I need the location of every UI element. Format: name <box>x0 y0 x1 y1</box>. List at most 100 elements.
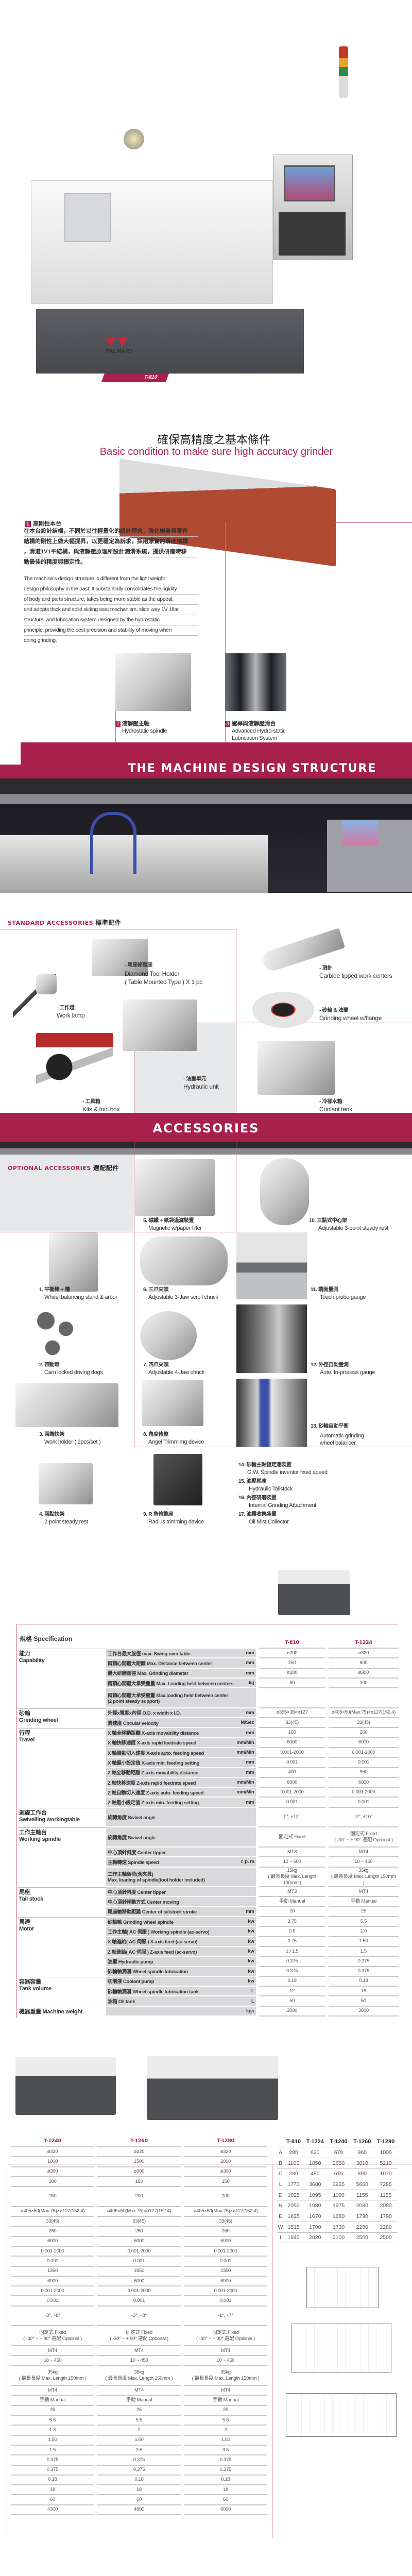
spec-value: 0.375 <box>259 1957 325 1967</box>
para-line: of body and parts structure, takes being… <box>24 595 198 605</box>
spec-value: 0.375 <box>97 2466 181 2476</box>
group-cn: 機器重量 Machine weight <box>19 2008 83 2015</box>
desc-main: 兩頂心間最大承受重量 Max.loading held between cent… <box>108 1692 228 1699</box>
steady-rest-3point-photo <box>260 1158 309 1225</box>
desc-main: X 軸快移速度 X-axis rapid feedrate speed <box>108 1740 197 1747</box>
group-en: Swivelling workingtable <box>19 1816 80 1823</box>
spec-description: Z 軸全移動距離 Z-axis movability distance <box>106 1768 235 1778</box>
spec-description: X 軸進給( AC 伺服 ) X-axis feed (ac-servo) <box>106 1937 235 1947</box>
spec-value: 0.18 <box>97 2476 181 2486</box>
spec-value: 260 <box>97 2227 181 2237</box>
dim-value: 1155 <box>374 2190 398 2201</box>
spec-unit: mm <box>235 1708 256 1719</box>
spec-value: ø355×38×ø127 <box>259 1708 325 1719</box>
spec-value: 60 <box>259 1996 325 2007</box>
item3-en: Advanced Hydro-static Lubrication System <box>232 728 286 741</box>
desc-main: 外徑x寬度x內徑 O.D. x width x I.D. <box>108 1710 181 1717</box>
intro-title-en: Basic condition to make sure high accura… <box>99 446 333 457</box>
top-view-drawing <box>286 2393 397 2437</box>
item-en: Coolant tank <box>319 1106 352 1113</box>
spec-value: 6000 <box>184 2505 267 2515</box>
hydrostatic-spindle-photo <box>115 653 191 711</box>
para-line: 動最佳的精度與穩定性。 <box>24 559 86 565</box>
desc-main: 油箱 Oil tank <box>108 1999 135 2005</box>
dim-value: 2280 <box>374 2222 398 2233</box>
dim-value: 1100 <box>327 2190 351 2201</box>
wheel-balancer-photo <box>236 1379 307 1447</box>
spec-unit: kw <box>235 1957 256 1967</box>
item-cn: 11. 端面量測 <box>311 1287 338 1293</box>
spec-value: ø405×50(Max:75)×ø127(152.4) <box>97 2207 181 2217</box>
group-en: Tail stock <box>19 1896 43 1903</box>
desc-sub: (2 point steady support) <box>108 1698 160 1704</box>
spec-value: MT4 <box>184 2346 267 2357</box>
spec-description: 外徑x寬度x內徑 O.D. x width x I.D. <box>106 1708 235 1719</box>
dim-value: 1025 <box>284 2190 303 2201</box>
intro-title-cn: 確保高精度之基本條件 <box>157 434 270 447</box>
dim-value: 2020 <box>303 2233 327 2244</box>
spec-value: MT4 <box>328 1887 399 1897</box>
spec-value <box>259 1688 325 1708</box>
accessories-banner-title: ACCESSORIES <box>152 1121 260 1136</box>
desc-main: 週速度 Circular velocity <box>108 1720 159 1726</box>
desc-main: 油壓 Hydraulic pump <box>108 1959 153 1965</box>
item-en: Oil Mist Collector <box>249 1519 289 1525</box>
spec-value: 10 ~ 450 <box>11 2356 94 2366</box>
spec-row: 35kg ( 最長長度 Max. Length 150mm )35kg ( 最長… <box>11 2366 267 2386</box>
item-cn: 14. 砂輪主軸恆定速裝置 <box>238 1462 291 1468</box>
spec-row: -3°, +8°-3°, +8°-1°, +7° <box>11 2307 267 2327</box>
spec-value: MT3 <box>259 1848 325 1858</box>
item-cn: 16. 內徑研磨裝置 <box>238 1495 277 1501</box>
item-cn: 17. 油霧收集裝置 <box>238 1512 277 1517</box>
spec-value: 5.5 <box>11 2416 94 2426</box>
dim-value: 3935 <box>327 2179 351 2190</box>
spec-description: 切削液 Coolant pump <box>106 1976 235 1987</box>
spec-value: 250 <box>259 1658 325 1669</box>
item-cn: 5. 磁鐵 + 紙袋過濾裝置 <box>143 1218 194 1224</box>
spec-value: 35kg ( 最長長度 Max. Length 150mm ) <box>97 2366 181 2386</box>
spec-value: 33(45) <box>184 2217 267 2227</box>
spec-value: 15kg ( 最長長度 Max. Length 100mm ) <box>259 1868 325 1888</box>
spec-value: 200 <box>97 2187 181 2207</box>
model-label: T-810 <box>143 375 159 380</box>
spec-value: 0.375 <box>259 1967 325 1977</box>
item-en: G.W. Spindle inventor fixed speed <box>247 1469 328 1476</box>
dim-label: L <box>277 2179 284 2190</box>
item2-en: Hydrostatic spindle <box>122 728 167 734</box>
desc-main: Z 軸最小設定值 Z-axis min. feeding setting <box>108 1800 199 1806</box>
spec-value: 6000 <box>11 2237 94 2247</box>
spec-value: 160 <box>259 1728 325 1738</box>
t1240-machine-photo <box>15 2038 116 2115</box>
spec-value: 0.5 <box>259 1927 325 1937</box>
spec-value: 0.001 <box>328 1798 399 1808</box>
dim-label: A <box>277 2147 284 2158</box>
spec-value: 固定式 Fixed ( -30° ~ + 90° 選配 Optional ) <box>97 2326 181 2346</box>
item-cn: 6. 三爪夾頭 <box>143 1287 169 1293</box>
spec-value: ø405×50(Max:75)×ø127(152.4) <box>328 1708 399 1719</box>
item1-title: 高剛性本台 <box>33 521 62 527</box>
machine-closeup-photo <box>0 804 412 893</box>
dim-value: 890 <box>350 2168 374 2180</box>
spec-unit: mm <box>235 1768 256 1778</box>
spec-description: 旋轉角度 Swivel angle <box>106 1827 235 1848</box>
spec-description: X 軸快移速度 X-axis rapid feedrate speed <box>106 1738 235 1748</box>
item-cn: - 冷卻水箱 <box>319 1099 342 1105</box>
